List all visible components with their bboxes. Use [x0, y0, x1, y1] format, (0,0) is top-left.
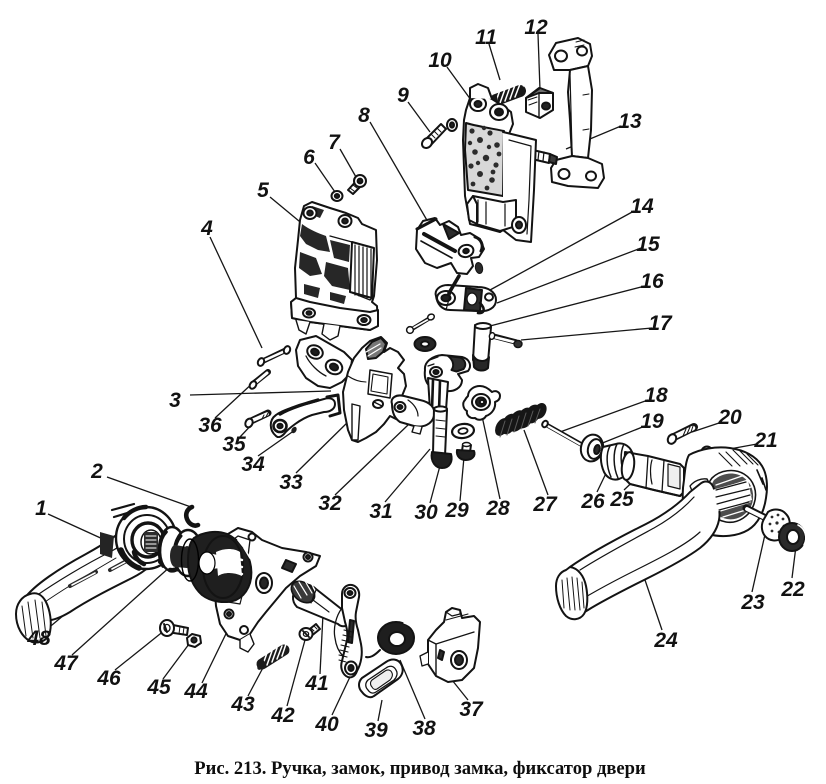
svg-text:35: 35 — [222, 433, 246, 456]
svg-text:Рис. 213. Ручка, замок, привод: Рис. 213. Ручка, замок, привод замка, фи… — [194, 758, 646, 779]
svg-text:28: 28 — [485, 497, 510, 520]
svg-text:2: 2 — [90, 460, 103, 483]
svg-text:29: 29 — [444, 499, 469, 522]
svg-text:11: 11 — [475, 26, 497, 49]
svg-text:17: 17 — [648, 312, 673, 335]
svg-text:19: 19 — [640, 410, 664, 433]
svg-text:24: 24 — [653, 629, 678, 652]
svg-text:9: 9 — [397, 84, 409, 107]
svg-text:23: 23 — [740, 591, 765, 614]
svg-text:37: 37 — [459, 698, 484, 721]
svg-text:18: 18 — [644, 384, 668, 407]
svg-text:3: 3 — [169, 389, 181, 412]
svg-text:22: 22 — [780, 578, 805, 601]
svg-text:26: 26 — [580, 490, 605, 513]
svg-text:41: 41 — [304, 672, 328, 695]
svg-text:5: 5 — [257, 179, 269, 202]
svg-text:42: 42 — [270, 704, 295, 727]
svg-text:8: 8 — [358, 104, 370, 127]
svg-text:1: 1 — [35, 497, 47, 520]
svg-text:48: 48 — [26, 627, 51, 650]
svg-text:32: 32 — [318, 492, 342, 515]
svg-text:36: 36 — [198, 414, 222, 437]
svg-text:30: 30 — [414, 501, 438, 524]
svg-text:20: 20 — [717, 406, 742, 429]
svg-text:13: 13 — [618, 110, 642, 133]
svg-text:16: 16 — [640, 270, 664, 293]
svg-text:4: 4 — [200, 217, 213, 240]
svg-text:34: 34 — [241, 453, 265, 476]
svg-text:10: 10 — [428, 49, 452, 72]
svg-text:40: 40 — [314, 713, 339, 736]
svg-text:15: 15 — [636, 233, 660, 256]
svg-text:6: 6 — [303, 146, 315, 169]
svg-text:39: 39 — [364, 719, 388, 742]
svg-text:27: 27 — [532, 493, 558, 516]
svg-text:33: 33 — [279, 471, 303, 494]
svg-text:21: 21 — [753, 429, 777, 452]
svg-text:38: 38 — [412, 717, 436, 740]
svg-text:45: 45 — [146, 676, 171, 699]
svg-text:12: 12 — [524, 16, 548, 39]
svg-text:31: 31 — [369, 500, 392, 523]
svg-text:47: 47 — [53, 652, 79, 675]
svg-text:7: 7 — [328, 131, 341, 154]
svg-text:44: 44 — [183, 680, 208, 703]
svg-text:43: 43 — [230, 693, 255, 716]
svg-text:14: 14 — [630, 195, 654, 218]
svg-text:25: 25 — [609, 488, 634, 511]
svg-text:46: 46 — [96, 667, 121, 690]
